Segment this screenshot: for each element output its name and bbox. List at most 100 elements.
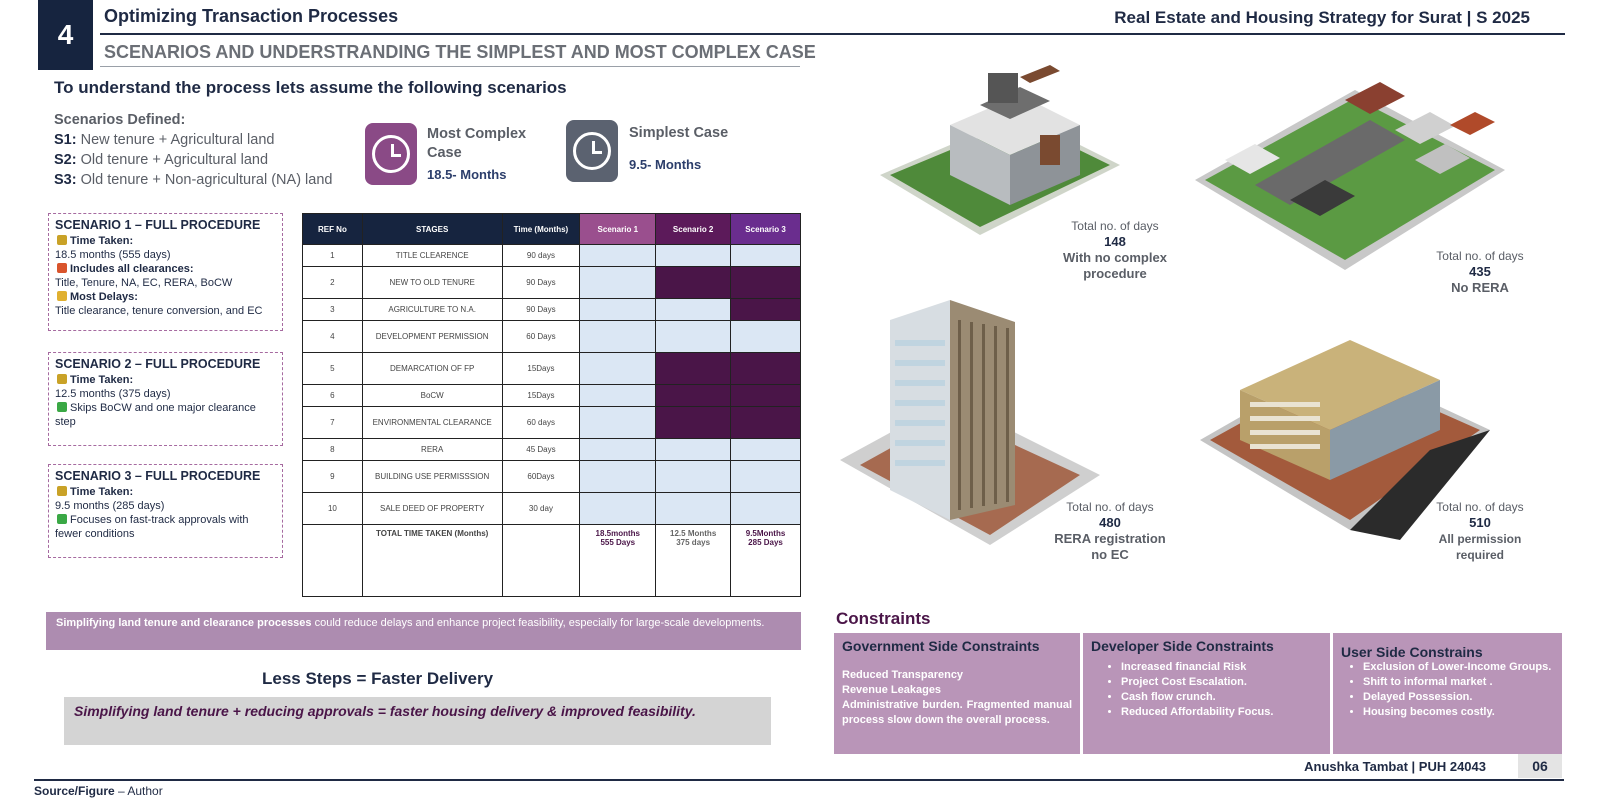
cell-ref: 6 [302, 384, 363, 407]
page-number: 06 [1518, 754, 1562, 778]
time-value: 18.5 months (555 days) [55, 249, 171, 261]
total-days: 285 Days [748, 538, 783, 547]
cell-ref: 7 [302, 406, 363, 439]
constraint-item: Project Cost Escalation. [1121, 675, 1322, 690]
note-value: Skips BoCW and one major clearance step [55, 402, 256, 428]
constraint-item: Reduced Affordability Focus. [1121, 705, 1322, 720]
table-header-cell: Scenario 2 [655, 213, 732, 245]
constraint-line: Reduced Transparency [842, 669, 964, 681]
less-steps-heading: Less Steps = Faster Delivery [262, 669, 494, 688]
cell-stage: BoCW [361, 384, 503, 407]
table-header-cell: Scenario 3 [730, 213, 801, 245]
intro-lead: To understand the process lets assume th… [54, 78, 567, 97]
days-label: Total no. of days [1071, 219, 1159, 233]
cell-ref: 4 [302, 320, 363, 353]
development-desc: RERA registration no EC [1054, 531, 1166, 562]
scenario-stage-cell [579, 320, 657, 353]
government-constraints: Government Side Constraints Reduced Tran… [834, 633, 1080, 754]
time-value: 9.5 months (285 days) [55, 500, 165, 512]
scenario-box-2: SCENARIO 2 – FULL PROCEDURE Time Taken: … [48, 352, 283, 446]
cell-time: 90 Days [501, 298, 581, 321]
scenario-stage-cell [730, 352, 801, 385]
cell-time: 60Days [501, 460, 581, 493]
scenario-stage-cell [730, 244, 801, 267]
cell-ref: 3 [302, 298, 363, 321]
extra-label: Most Delays: [70, 291, 138, 303]
report-title: Real Estate and Housing Strategy for Sur… [1114, 8, 1530, 27]
development-desc: All permission required [1438, 532, 1522, 562]
cell-time: 90 days [501, 244, 581, 267]
scenario-stage-cell [579, 298, 657, 321]
cell-ref: 9 [302, 460, 363, 493]
scenario-box-title: SCENARIO 1 – FULL PROCEDURE [55, 218, 261, 232]
total-label: TOTAL TIME TAKEN (Months) [361, 524, 503, 597]
scenario-stage-cell [579, 352, 657, 385]
cell-time: 90 Days [501, 266, 581, 299]
chapter-number: 4 [38, 0, 93, 70]
total-days: 375 days [676, 538, 711, 547]
constraint-box-title: User Side Constrains [1341, 644, 1483, 660]
days-label: Total no. of days [1436, 249, 1524, 263]
cell-stage: ENVIRONMENTAL CLEARANCE [361, 406, 503, 439]
page-subtitle: SCENARIOS AND UNDERSTRANDING THE SIMPLES… [104, 42, 816, 62]
source-separator: – [114, 784, 128, 798]
scenario-stage-cell [579, 438, 657, 461]
scenario-text: Old tenure + Agricultural land [80, 152, 269, 168]
tower-illustration [840, 300, 1100, 545]
scenario-stage-cell [579, 384, 657, 407]
complex-case: Most Complex Case 18.5- Months [427, 125, 547, 182]
constraint-item: Cash flow crunch. [1121, 690, 1322, 705]
source-value: Author [127, 784, 163, 798]
cell-time: 60 Days [501, 320, 581, 353]
scenario-stage-cell [579, 460, 657, 493]
note-value: Title, Tenure, NA, EC, RERA, BoCW [55, 277, 233, 289]
scenario-def-1: S1: New tenure + Agricultural land [54, 130, 350, 150]
hourglass-icon [57, 374, 67, 384]
cell-time: 30 day [501, 492, 581, 525]
cell-stage: NEW TO OLD TENURE [361, 266, 503, 299]
scenario-stage-cell [655, 492, 732, 525]
development-1-caption: Total no. of days 148 With no complex pr… [1040, 218, 1190, 282]
days-label: Total no. of days [1066, 500, 1154, 514]
complex-case-title: Most Complex Case [427, 126, 527, 161]
scenario-stage-cell [730, 406, 801, 439]
scenario-stage-cell [579, 244, 657, 267]
scenario-stage-cell [655, 406, 732, 439]
constraint-box-title: Government Side Constraints [842, 638, 1040, 654]
scenario-code: S1: [54, 132, 77, 148]
total-days: 555 Days [600, 538, 636, 547]
scenario-def-3: S3: Old tenure + Non-agricultural (NA) l… [54, 170, 350, 190]
scenario-stage-cell [579, 406, 657, 439]
source-line: Source/Figure – Author [34, 784, 163, 798]
cell-time [501, 524, 581, 597]
source-label: Source/Figure [34, 784, 115, 798]
header-divider [100, 33, 1565, 35]
scenario-stage-cell [655, 244, 732, 267]
cell-ref: 5 [302, 352, 363, 385]
time-value: 12.5 months (375 days) [55, 388, 171, 400]
cell-ref: 10 [302, 492, 363, 525]
scenarios-defined-label: Scenarios Defined: [54, 112, 186, 128]
scenario-stage-cell [579, 266, 657, 299]
cell-ref: 8 [302, 438, 363, 461]
time-label: Time Taken: [70, 374, 134, 386]
total-months: 12.5 Months [670, 529, 717, 538]
scenario-stage-cell [655, 460, 732, 493]
scenario-stage-cell [655, 266, 732, 299]
scenario-box-title: SCENARIO 3 – FULL PROCEDURE [55, 469, 261, 483]
simple-case-value: 9.5- Months [629, 157, 702, 172]
cell-time: 45 Days [501, 438, 581, 461]
development-desc: With no complex procedure [1063, 250, 1167, 281]
note-rest: could reduce delays and enhance project … [311, 617, 765, 629]
cell-stage: DEMARCATION OF FP [361, 352, 503, 385]
scenario-box-3: SCENARIO 3 – FULL PROCEDURE Time Taken: … [48, 464, 283, 558]
note-value: Focuses on fast-track approvals with few… [55, 514, 249, 540]
cell-stage: AGRICULTURE TO N.A. [361, 298, 503, 321]
developer-constraints: Developer Side Constraints Increased fin… [1083, 633, 1330, 754]
